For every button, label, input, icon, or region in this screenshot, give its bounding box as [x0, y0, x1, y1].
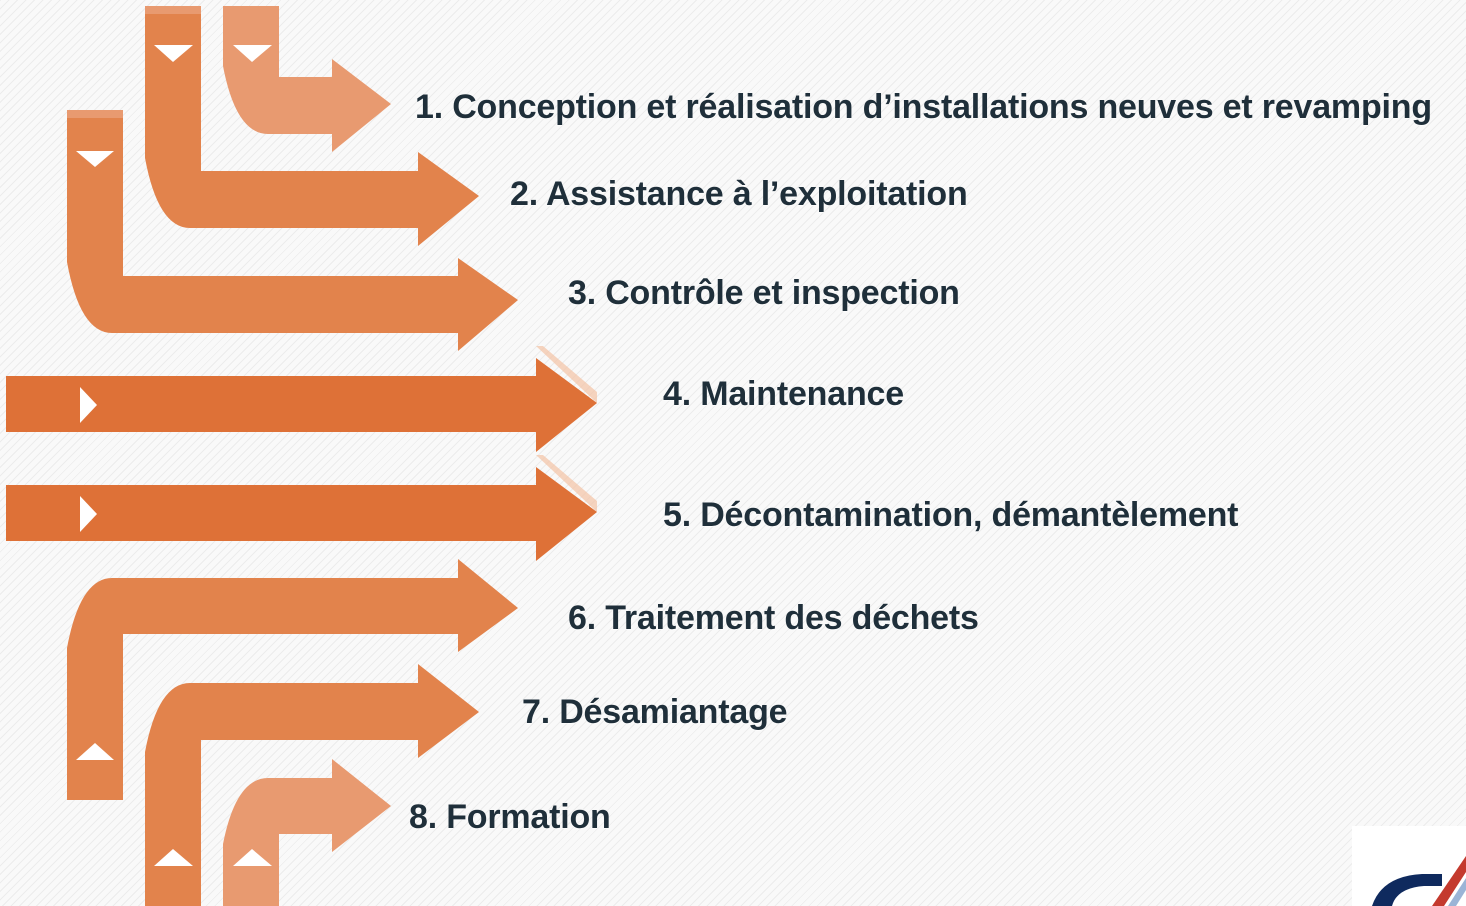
label-5: 5. Décontamination, démantèlement [663, 496, 1239, 534]
label-7: 7. Désamiantage [522, 693, 788, 731]
arrow-3 [67, 110, 518, 351]
label-2: 2. Assistance à l’exploitation [510, 175, 968, 213]
company-logo-icon [1352, 826, 1466, 906]
arrow-8 [223, 759, 391, 906]
arrow-1 [223, 6, 391, 152]
arrow-5 [6, 455, 597, 561]
arrow-2 [145, 6, 479, 246]
label-1: 1. Conception et réalisation d’installat… [415, 88, 1432, 126]
arrow-6 [67, 559, 518, 800]
label-6: 6. Traitement des déchets [568, 599, 979, 637]
label-4: 4. Maintenance [663, 375, 904, 413]
label-3: 3. Contrôle et inspection [568, 274, 960, 312]
label-8: 8. Formation [409, 798, 611, 836]
arrow-7 [145, 664, 479, 906]
arrow-4 [6, 346, 597, 452]
